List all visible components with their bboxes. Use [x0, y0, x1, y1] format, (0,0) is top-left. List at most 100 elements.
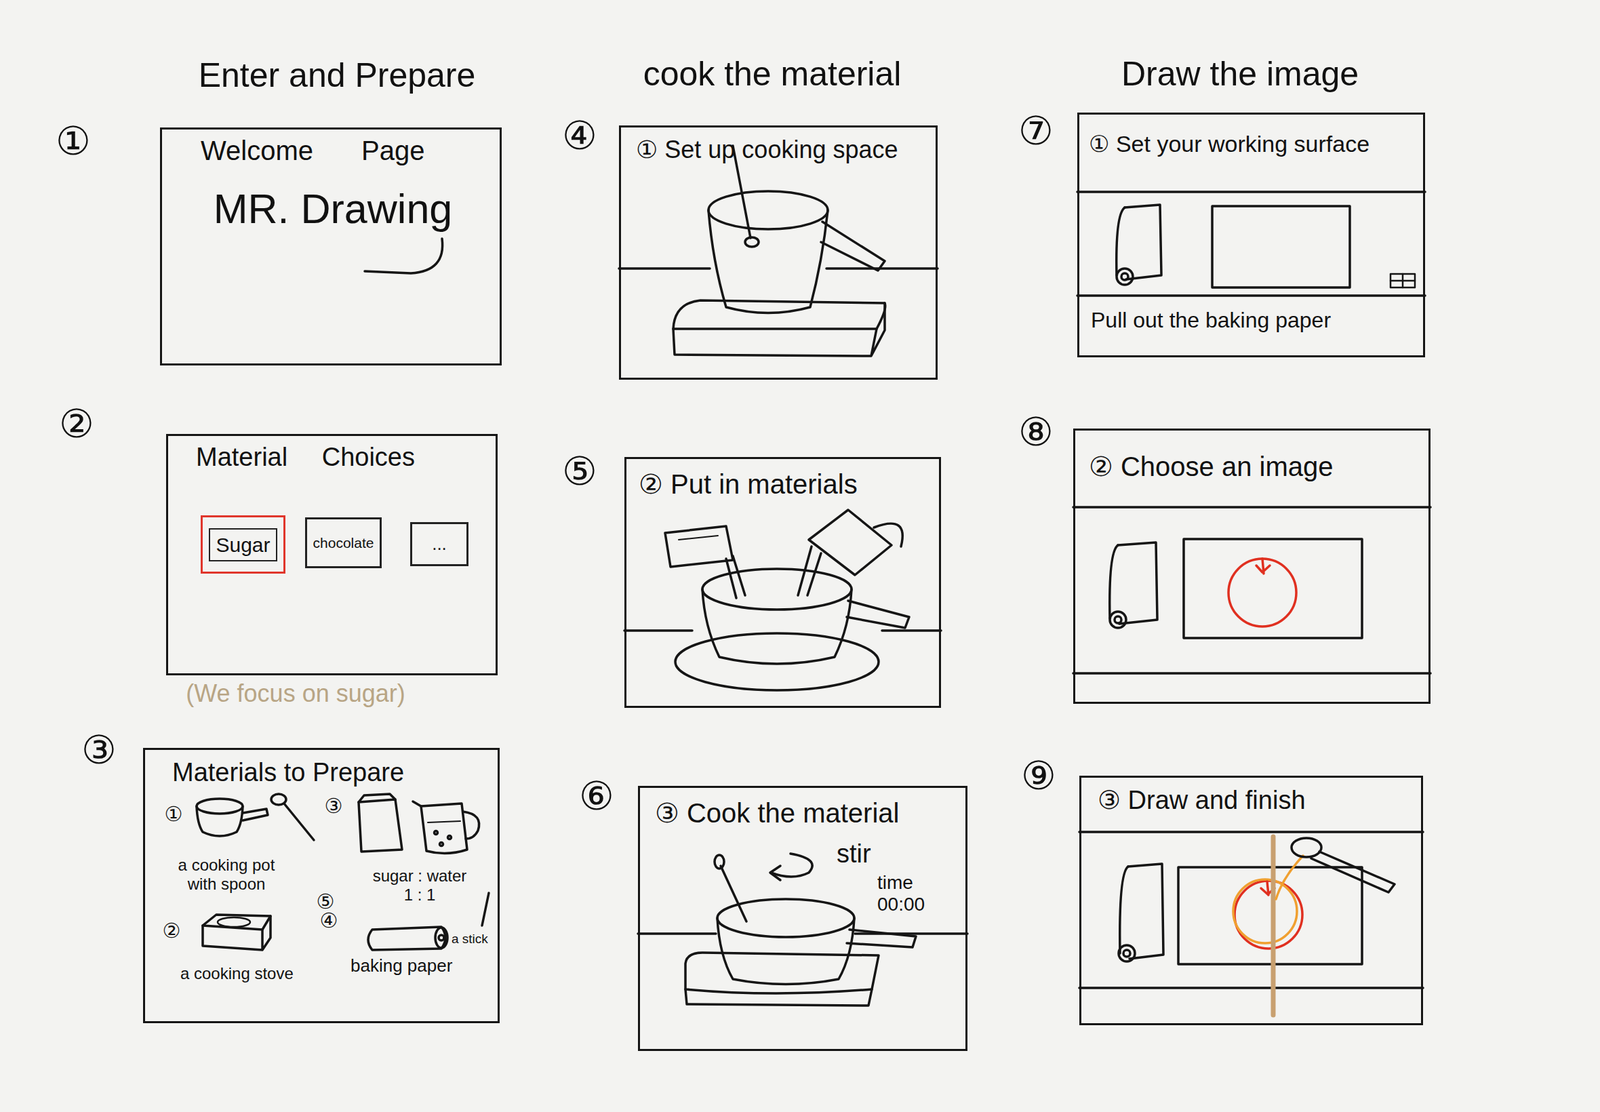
setup-illustration-stroke	[673, 303, 885, 356]
surface-illustration-stroke	[1390, 273, 1415, 288]
title-flourish-stroke	[364, 238, 443, 274]
setup-illustration-stroke	[821, 221, 885, 271]
pour-illustration-stroke	[702, 589, 852, 664]
column-heading: Enter and Prepare	[198, 58, 476, 93]
setup-illustration-stroke	[618, 267, 938, 270]
materials-illustration-stroke	[438, 934, 445, 941]
storyboard-panel: ② Put in materials	[624, 456, 942, 708]
materials-illustration-stroke	[427, 821, 461, 823]
materials-illustration-stroke	[202, 915, 271, 950]
pour-illustration-stroke	[808, 509, 892, 575]
choose-illustration-stroke	[1183, 538, 1363, 638]
panel-title: ③ Draw and finish	[1097, 785, 1306, 816]
step-number: ②	[58, 404, 95, 444]
choice-button: ...	[410, 522, 469, 567]
setup-illustration-stroke	[708, 210, 828, 314]
pour-illustration-stroke	[846, 600, 910, 628]
surface-illustration-stroke	[1212, 206, 1350, 288]
pour-illustration-stroke	[726, 555, 746, 598]
draw-illustration-stroke	[1234, 880, 1303, 949]
cook-illustration-stroke	[637, 932, 968, 935]
cook-illustration-stroke	[846, 929, 916, 948]
item-number: ③	[324, 795, 344, 817]
panel-title: ① Set your working surface	[1088, 130, 1370, 158]
item-number: ①	[164, 804, 184, 825]
draw-illustration-stroke	[1178, 867, 1363, 965]
step-number: ④	[562, 115, 598, 156]
setup-illustration-stroke	[745, 237, 759, 247]
panel-title: Material Choices	[195, 442, 415, 473]
choose-illustration-stroke	[1228, 558, 1297, 627]
pour-illustration-stroke	[678, 535, 718, 540]
materials-illustration-stroke	[412, 801, 422, 807]
step-number: ①	[55, 121, 91, 161]
surface-illustration-stroke	[1390, 273, 1415, 288]
panel-text: sugar : water 1 : 1	[368, 866, 471, 904]
draw-illustration-stroke	[1079, 831, 1424, 988]
pour-illustration-stroke	[702, 568, 852, 610]
materials-illustration-stroke	[463, 811, 480, 839]
pour-illustration	[624, 509, 942, 691]
panel-text: a cooking pot with spoon	[172, 855, 281, 893]
materials-illustration-stroke	[448, 835, 452, 840]
step-number: ⑥	[578, 776, 615, 816]
title-flourish	[364, 238, 443, 274]
pour-illustration-stroke	[797, 546, 822, 596]
note: (We focus on sugar)	[185, 681, 405, 706]
materials-illustration-stroke	[358, 799, 403, 852]
surface-illustration-stroke	[1116, 268, 1133, 285]
materials-illustration-stroke	[358, 793, 396, 803]
panel-text: Pull out the baking paper	[1090, 307, 1331, 333]
setup-illustration-stroke	[673, 300, 886, 329]
materials-illustration-stroke	[284, 803, 314, 840]
cook-illustration-stroke	[770, 865, 781, 880]
cook-illustration-stroke	[714, 854, 725, 869]
column-heading: cook the material	[643, 56, 902, 91]
setup-illustration	[618, 145, 938, 356]
storyboard-panel: ② Choose an image	[1073, 428, 1431, 704]
pour-illustration-stroke	[665, 526, 733, 567]
choose-illustration-stroke	[1073, 507, 1431, 674]
panel-text: baking paper	[350, 955, 453, 977]
storyboard-panel: Materials to Preparea cooking pot with s…	[143, 747, 500, 1024]
materials-illustration-stroke	[202, 914, 271, 930]
pour-illustration-stroke	[624, 629, 942, 632]
storyboard-panel: ③ Cook the materialstirtime 00:00	[637, 785, 968, 1051]
cook-illustration-stroke	[685, 952, 879, 994]
panel-title: ① Set up cooking space	[635, 135, 899, 164]
storyboard-panel: ① Set your working surfacePull out the b…	[1077, 112, 1426, 358]
item-number: ④	[320, 910, 339, 931]
panel-text: time 00:00	[877, 871, 942, 916]
choose-illustration-stroke	[1114, 616, 1122, 624]
step-number: ⑦	[1018, 111, 1054, 151]
surface-illustration-stroke	[1121, 273, 1129, 280]
materials-illustration-stroke	[435, 927, 448, 948]
choose-illustration-stroke	[1117, 542, 1158, 624]
choice-button: Sugar	[200, 515, 286, 574]
choice-label: ...	[431, 534, 447, 554]
choose-illustration-stroke	[1109, 545, 1118, 619]
panel-title: ② Put in materials	[638, 468, 858, 500]
materials-illustration-stroke	[196, 798, 243, 814]
storyboard-panel: ① Set up cooking space	[618, 125, 938, 380]
surface-illustration-stroke	[1077, 191, 1426, 296]
choice-label: Sugar	[208, 528, 277, 562]
panel-text: MR. Drawing	[162, 185, 504, 233]
panel-text: a stick	[451, 931, 489, 947]
materials-illustration-stroke	[482, 892, 489, 926]
materials-illustration-stroke	[434, 831, 438, 835]
storyboard-panel: ③ Draw and finish	[1079, 775, 1424, 1026]
panel-text: a cooking stove	[180, 964, 294, 984]
choose-illustration-stroke	[1256, 558, 1270, 574]
draw-illustration-stroke	[1128, 863, 1164, 959]
item-number: ⑤	[316, 891, 335, 912]
surface-illustration-stroke	[1116, 207, 1125, 276]
step-number: ⑤	[562, 451, 598, 491]
draw-illustration-stroke	[1275, 855, 1304, 899]
draw-illustration-stroke	[1123, 949, 1131, 957]
item-number: ②	[162, 920, 182, 942]
choice-button: chocolate	[305, 517, 382, 569]
draw-illustration-stroke	[1291, 837, 1322, 857]
materials-illustration-stroke	[421, 803, 468, 854]
